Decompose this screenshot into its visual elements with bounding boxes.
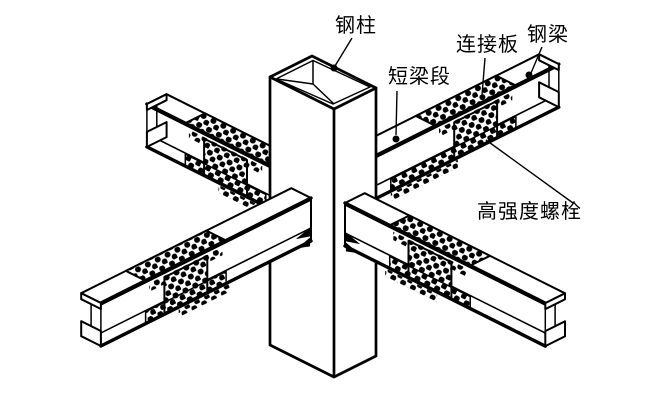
beam-bottom-right xyxy=(343,192,566,348)
label-connection-plate: 连接板 xyxy=(456,32,519,56)
column-inner-rim xyxy=(275,59,371,105)
leader-dot xyxy=(330,64,338,72)
bottom-plate-bolts-under xyxy=(390,159,458,202)
bottom-plate-bolts-under xyxy=(178,283,231,318)
beam-end xyxy=(544,292,566,311)
leader-line xyxy=(485,139,574,204)
leader-dot xyxy=(525,71,533,79)
label-short-beam-segment: 短梁段 xyxy=(388,64,451,88)
weld-mark xyxy=(297,237,311,249)
flange-plate-bolts xyxy=(125,230,227,281)
label-high-strength-bolts: 高强度螺栓 xyxy=(477,199,582,223)
weld-mark xyxy=(345,232,361,245)
beam-bottom-left xyxy=(80,187,313,348)
steel-column xyxy=(268,54,378,379)
flange-plate-bolts xyxy=(415,75,516,126)
beam-top-left xyxy=(145,93,302,219)
weld-mark xyxy=(295,227,311,240)
flange-plate-bolts xyxy=(389,215,490,266)
column-body xyxy=(270,56,376,377)
label-steel-column: 钢柱 xyxy=(335,13,377,37)
column-inner-walls xyxy=(276,59,334,104)
leader-line xyxy=(334,37,353,67)
leader-line xyxy=(395,90,398,136)
flange-plate-bolts xyxy=(185,113,286,164)
label-steel-beam: 钢梁 xyxy=(527,22,569,46)
leader-dot xyxy=(392,135,400,143)
beam-end xyxy=(80,292,102,310)
beam-end xyxy=(145,93,168,111)
bottom-plate-bolts-under xyxy=(385,268,438,302)
beam-end xyxy=(538,53,560,72)
leader-line xyxy=(530,46,543,74)
leader-lines xyxy=(330,37,574,204)
weld-mark xyxy=(345,242,359,254)
leader-line xyxy=(481,57,486,96)
